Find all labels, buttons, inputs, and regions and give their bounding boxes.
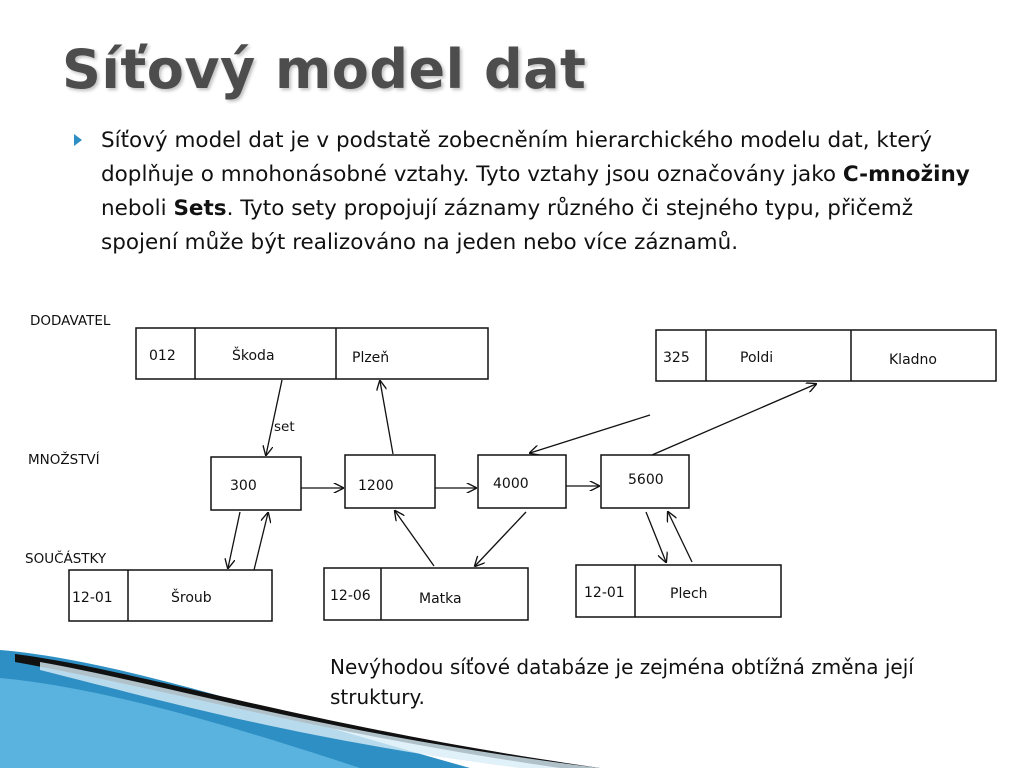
quantity-record-300: 300	[210, 456, 302, 511]
term-c-mnoziny: C-množiny	[842, 162, 970, 187]
part-name: Plech	[670, 586, 708, 602]
label-mnozstvi: MNOŽSTVÍ	[28, 450, 100, 468]
part-name: Matka	[419, 591, 462, 607]
supplier-city: Kladno	[889, 352, 937, 368]
part-code: 12-01	[72, 590, 113, 606]
part-record-plech: 12-01 Plech	[575, 564, 782, 618]
slide-title: Síťový model dat	[62, 38, 587, 101]
supplier-record-poldi: 325 Poldi Kladno	[655, 329, 997, 382]
part-record-sroub: 12-01 Šroub	[68, 569, 273, 622]
supplier-city: Plzeň	[352, 350, 389, 366]
quantity-value: 300	[230, 478, 257, 494]
supplier-name: Škoda	[232, 346, 275, 364]
supplier-id: 012	[149, 348, 176, 364]
supplier-name: Poldi	[740, 350, 773, 366]
bullet-arrow-icon	[74, 134, 82, 146]
bullet-text: Síťový model dat je v podstatě zobecnění…	[101, 124, 970, 260]
network-model-diagram: DODAVATEL MNOŽSTVÍ SOUČÁSTKY 012 Škoda P…	[25, 313, 997, 622]
bullet-text-part2: neboli	[101, 196, 174, 221]
part-code: 12-01	[584, 585, 625, 601]
quantity-record-4000: 4000	[477, 454, 567, 509]
note-text: Nevýhodou síťové databáze je zejména obt…	[330, 655, 914, 709]
supplier-record-skoda: 012 Škoda Plzeň	[135, 327, 489, 380]
decorative-swoosh	[0, 650, 600, 768]
part-name: Šroub	[171, 588, 212, 606]
quantity-value: 5600	[628, 472, 664, 488]
label-soucastky: SOUČÁSTKY	[25, 549, 107, 567]
part-record-matka: 12-06 Matka	[323, 567, 529, 621]
part-code: 12-06	[330, 588, 371, 604]
set-arrows: set	[228, 380, 816, 571]
supplier-id: 325	[663, 350, 690, 366]
bullet-text-part3: . Tyto sety propojují záznamy různého či…	[101, 196, 913, 255]
bullet-text-part1: Síťový model dat je v podstatě zobecnění…	[101, 128, 933, 187]
label-dodavatel: DODAVATEL	[30, 313, 111, 329]
quantity-value: 4000	[493, 476, 529, 492]
quantity-value: 1200	[358, 478, 394, 494]
term-sets: Sets	[173, 196, 227, 221]
set-label: set	[274, 419, 295, 435]
quantity-record-5600: 5600	[600, 454, 690, 509]
bullet-point: Síťový model dat je v podstatě zobecnění…	[70, 124, 970, 260]
quantity-record-1200: 1200	[344, 454, 436, 509]
